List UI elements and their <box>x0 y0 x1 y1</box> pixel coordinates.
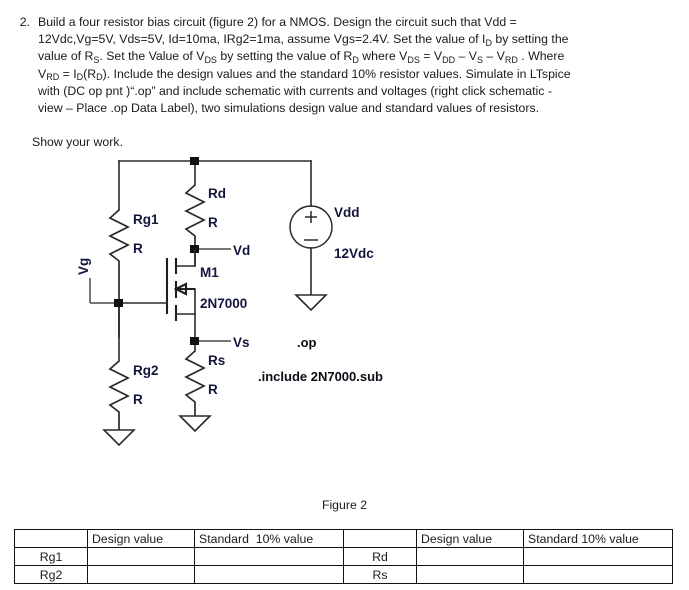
question-line-3: value of RS. Set the Value of VDS by set… <box>38 49 565 65</box>
schematic-figure: Rd R Rg1 R Vd M1 2N7000 <box>0 148 689 478</box>
question-block: 2. Build a four resistor bias circuit (f… <box>0 14 689 149</box>
node-label-vs: Vs <box>233 335 250 350</box>
table-row: Rg1 Rd <box>14 547 673 566</box>
question-line-6: view – Place .op Data Label), two simula… <box>38 101 540 116</box>
row-label-rg1: Rg1 <box>14 547 88 566</box>
header-blank-right <box>343 529 417 548</box>
voltage-source-vdd <box>289 205 333 296</box>
cell-rg2-standard[interactable] <box>194 565 344 584</box>
resistor-rg2-label: Rg2 <box>133 363 159 378</box>
resistor-rg2 <box>108 360 130 430</box>
ground-symbol-vdd <box>294 294 328 312</box>
table-row: Rg2 Rs <box>14 565 673 584</box>
resistor-rd-value: R <box>208 215 218 230</box>
row-label-rd: Rd <box>343 547 417 566</box>
node-dot-vdd-top <box>190 157 199 165</box>
node-dot-source <box>190 337 199 345</box>
header-standard-left: Standard 10% value <box>194 529 344 548</box>
question-last-line: Show your work. <box>32 135 123 149</box>
spice-directive-include: .include 2N7000.sub <box>258 369 383 384</box>
resistor-rd-label: Rd <box>208 186 226 201</box>
question-line-1: Build a four resistor bias circuit (figu… <box>38 15 517 29</box>
question-line-4: VRD = ID(RD). Include the design values … <box>38 66 571 83</box>
transistor-m1-model: 2N7000 <box>200 296 247 311</box>
question-row: 2. Build a four resistor bias circuit (f… <box>0 14 689 117</box>
ground-symbol-rs <box>178 415 212 433</box>
cell-rs-design[interactable] <box>416 565 524 584</box>
cell-rg1-design[interactable] <box>87 547 195 566</box>
header-standard-right: Standard 10% value <box>523 529 673 548</box>
question-number: 2. <box>19 15 30 29</box>
cell-rg1-standard[interactable] <box>194 547 344 566</box>
cell-rs-standard[interactable] <box>523 565 673 584</box>
table-header-row: Design value Standard 10% value Design v… <box>14 529 673 548</box>
question-line-2: 12Vdc,Vg=5V, Vds=5V, Id=10ma, IRg2=1ma, … <box>38 32 569 48</box>
transistor-m1 <box>118 248 196 352</box>
cell-rd-standard[interactable] <box>523 547 673 566</box>
question-body: Build a four resistor bias circuit (figu… <box>38 14 659 117</box>
cell-rg2-design[interactable] <box>87 565 195 584</box>
question-line-5: with (DC op pnt )“.op” and include schem… <box>38 83 552 98</box>
row-label-rg2: Rg2 <box>14 565 88 584</box>
resistor-rg2-value: R <box>133 392 143 407</box>
header-design-right: Design value <box>416 529 524 548</box>
resistor-rd <box>184 184 206 243</box>
resistor-rg1 <box>108 209 130 338</box>
transistor-m1-label: M1 <box>200 265 219 280</box>
node-label-vg: Vg <box>76 258 91 275</box>
header-blank-left <box>14 529 88 548</box>
voltage-source-vdd-label: Vdd <box>334 205 360 220</box>
resistor-rs-value: R <box>208 382 218 397</box>
resistor-rs-label: Rs <box>208 353 225 368</box>
header-design-left: Design value <box>87 529 195 548</box>
top-rail-wire <box>118 160 312 211</box>
gate-node-wire <box>89 278 120 362</box>
resistor-values-table: Design value Standard 10% value Design v… <box>14 529 673 584</box>
resistor-rg1-label: Rg1 <box>133 212 159 227</box>
spice-directive-op: .op <box>297 335 317 350</box>
voltage-source-vdd-value: 12Vdc <box>334 246 374 261</box>
ground-symbol-rg2 <box>102 429 136 447</box>
drain-node-wire <box>194 242 231 267</box>
figure-caption: Figure 2 <box>321 498 368 512</box>
row-label-rs: Rs <box>343 565 417 584</box>
node-dot-gate <box>114 299 123 307</box>
cell-rd-design[interactable] <box>416 547 524 566</box>
node-label-vd: Vd <box>233 243 250 258</box>
resistor-rs <box>184 350 206 416</box>
resistor-rg1-value: R <box>133 241 143 256</box>
